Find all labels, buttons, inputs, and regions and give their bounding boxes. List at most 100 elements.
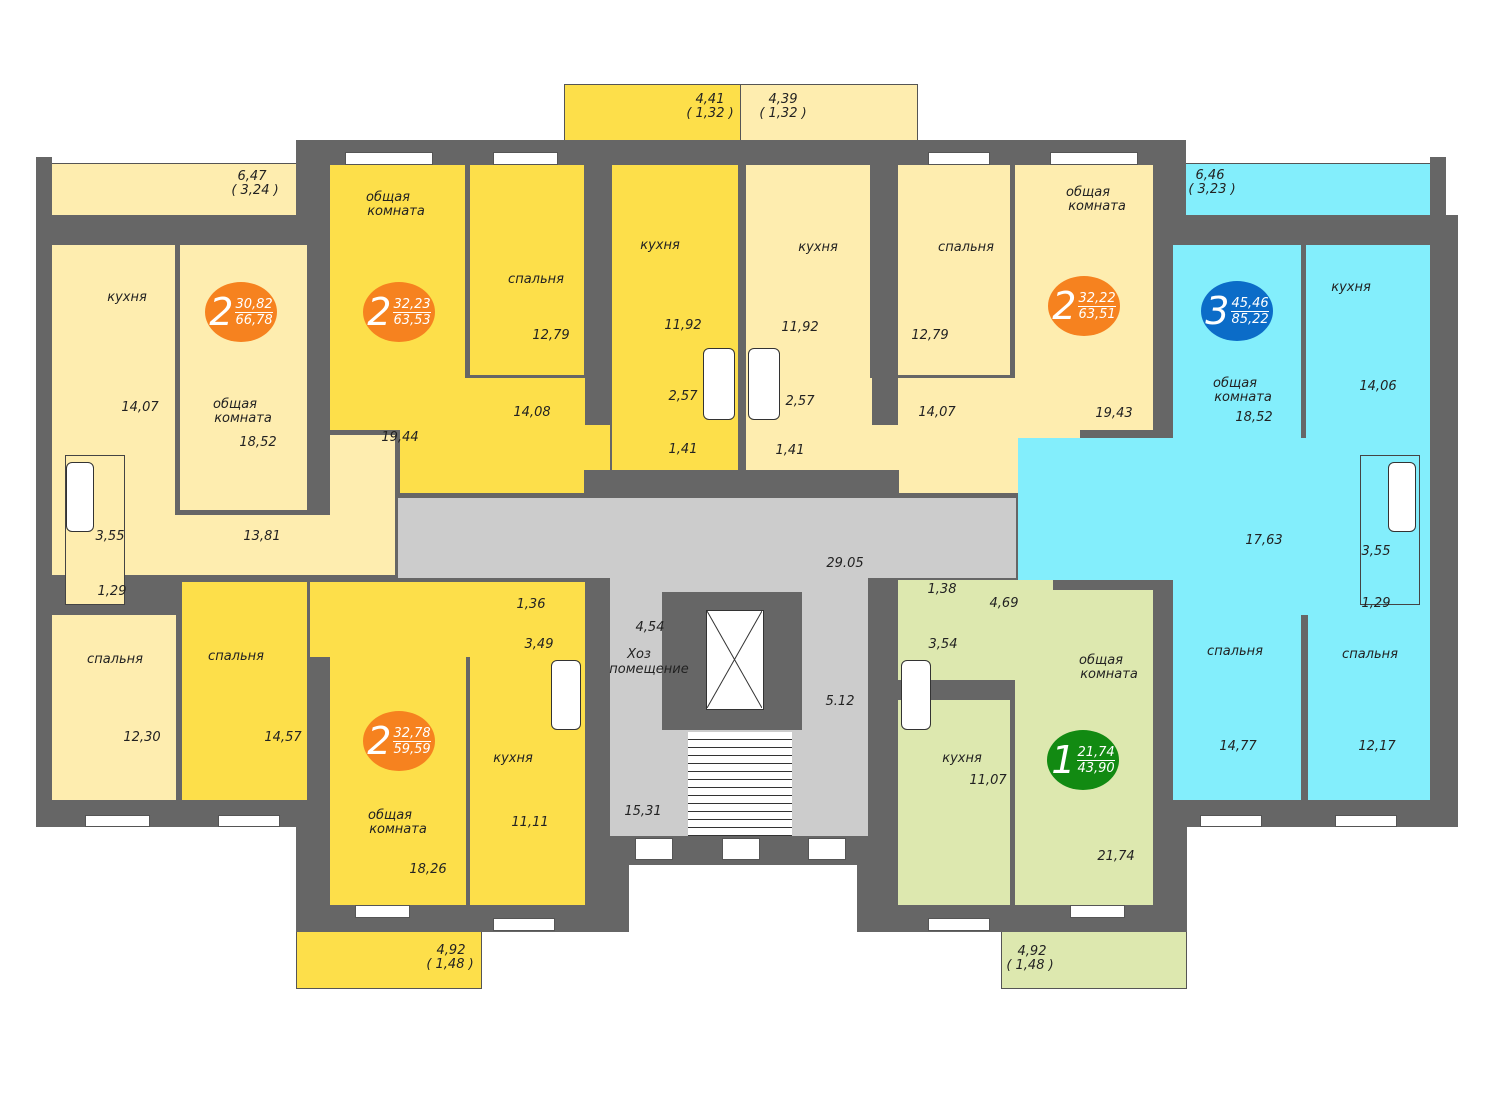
- area-label: 4,39: [768, 92, 798, 107]
- hall-apt-f[interactable]: [310, 582, 585, 657]
- total-area: 43,90: [1077, 760, 1115, 776]
- bedroom-apt-d[interactable]: [1173, 588, 1301, 800]
- area-label: 1,38: [927, 582, 957, 597]
- balcony-apt-a[interactable]: [50, 163, 302, 217]
- area-label: 4,69: [989, 596, 1019, 611]
- wall: [738, 140, 746, 470]
- room-name: спальня: [938, 240, 994, 255]
- area-label: 14,07: [121, 400, 159, 415]
- window: [1070, 905, 1125, 918]
- area-label: 11,92: [664, 318, 702, 333]
- storage-area: 4,54: [635, 620, 665, 635]
- balcony-apt-d[interactable]: [1184, 163, 1432, 217]
- balcony-apt-b[interactable]: [564, 84, 742, 142]
- area-label: 12,17: [1358, 739, 1396, 754]
- bedroom-apt-f[interactable]: [182, 582, 307, 800]
- living-area: 32,78: [393, 725, 431, 742]
- window: [928, 152, 990, 165]
- window: [355, 905, 410, 918]
- hall-apt-b[interactable]: [400, 378, 610, 493]
- area-label: 3,54: [928, 637, 958, 652]
- area-label: 4,41: [695, 92, 725, 107]
- area-label: 3,55: [1361, 544, 1391, 559]
- stairs-area: 15,31: [624, 804, 662, 819]
- kitchen-apt-e[interactable]: [898, 700, 1010, 905]
- room-name: общая: [212, 397, 258, 412]
- room-name: кухня: [107, 290, 147, 305]
- wall: [150, 230, 307, 245]
- room-name: общая: [1065, 185, 1111, 200]
- room-name: кухня: [1331, 280, 1371, 295]
- room-count: 1: [1051, 738, 1076, 782]
- area-label: 18,26: [409, 862, 447, 877]
- room-name: спальня: [1342, 647, 1398, 662]
- room-name: кухня: [493, 751, 533, 766]
- area-label: 14,77: [1219, 739, 1257, 754]
- area-label: 14,07: [918, 405, 956, 420]
- room-name: общая: [367, 808, 413, 823]
- area-label: 14,57: [264, 730, 302, 745]
- window: [345, 152, 433, 165]
- bedroom-apt-b[interactable]: [470, 165, 584, 375]
- window: [85, 815, 150, 827]
- total-area: 63,51: [1078, 306, 1116, 322]
- area-label: 19,44: [381, 430, 419, 445]
- area-label: 1,29: [97, 584, 127, 599]
- area-label: 12,30: [123, 730, 161, 745]
- wall: [872, 165, 898, 425]
- room-name: общая: [1078, 653, 1124, 668]
- room-name: кухня: [942, 751, 982, 766]
- area-label: 6,46: [1195, 168, 1225, 183]
- area-label: 11,11: [511, 815, 549, 830]
- bedroom-apt-d-2[interactable]: [1308, 615, 1430, 800]
- total-area: 59,59: [393, 741, 431, 757]
- window: [1335, 815, 1397, 827]
- area-label: 18,52: [239, 435, 277, 450]
- common-corridor[interactable]: [398, 498, 1016, 578]
- area-label: 3,55: [95, 529, 125, 544]
- living-area: 32,22: [1078, 290, 1116, 307]
- living-area: 45,46: [1231, 295, 1269, 312]
- area-label: 21,74: [1097, 849, 1135, 864]
- area-label: 1,36: [516, 597, 546, 612]
- wall: [584, 470, 899, 498]
- stairs-icon: [688, 732, 792, 836]
- bathtub-icon: [901, 660, 931, 730]
- area-label: ( 1,48 ): [1006, 958, 1054, 973]
- window: [1200, 815, 1262, 827]
- area-label: 12,79: [532, 328, 570, 343]
- living-room-apt-f[interactable]: [330, 657, 466, 905]
- wall: [1180, 230, 1330, 245]
- area-label: 1,41: [668, 442, 698, 457]
- room-name: комната: [1080, 667, 1138, 682]
- area-label: ( 1,32 ): [686, 106, 734, 121]
- area-label: 1,41: [775, 443, 805, 458]
- window: [722, 838, 760, 860]
- room-name: комната: [214, 411, 272, 426]
- area-label: 12,79: [911, 328, 949, 343]
- kitchen-apt-c[interactable]: [745, 165, 870, 470]
- room-count: 2: [1052, 284, 1077, 328]
- room-name: кухня: [640, 238, 680, 253]
- window: [218, 815, 280, 827]
- area-label: 18,52: [1235, 410, 1273, 425]
- bedroom-apt-c[interactable]: [898, 165, 1010, 375]
- room-name: комната: [367, 204, 425, 219]
- area-label: 17,63: [1245, 533, 1283, 548]
- kitchen-apt-d[interactable]: [1306, 245, 1430, 455]
- window: [493, 152, 558, 165]
- area-label: ( 3,24 ): [231, 183, 279, 198]
- hall-apt-a[interactable]: [330, 435, 395, 515]
- bedroom-apt-a[interactable]: [52, 615, 176, 800]
- window: [808, 838, 846, 860]
- room-name: спальня: [508, 272, 564, 287]
- room-count: 2: [367, 719, 392, 763]
- bathtub-icon: [66, 462, 94, 532]
